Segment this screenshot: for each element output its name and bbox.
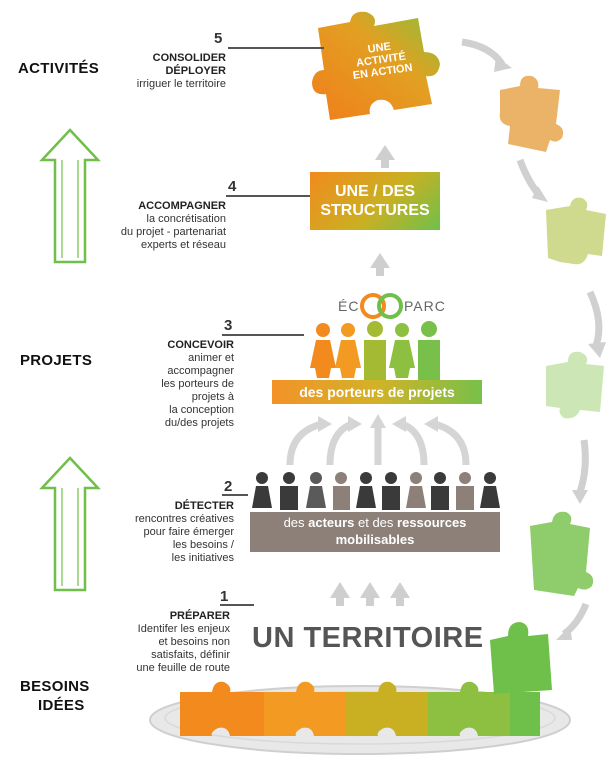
actors-text-part: des [283, 515, 309, 530]
resources-text-bold: ressources [397, 515, 467, 530]
step-3-title-line: CONCEVOIR [167, 339, 234, 351]
step-1-desc-line: Identifer les enjeux [137, 623, 230, 635]
territory-label: UN TERRITOIRE [252, 622, 484, 654]
logo-text-left: ÉC [338, 298, 360, 314]
step-4-desc-line: experts et réseau [141, 239, 226, 251]
step-5-block: CONSOLIDER DÉPLOYER irriguer le territoi… [108, 52, 226, 91]
actors-text-part: et des [354, 515, 398, 530]
step-4-block: ACCOMPAGNER la concrétisation du projet … [100, 200, 226, 252]
step-1-desc-line: et besoins non [158, 636, 230, 648]
actors-resources-label: des acteurs et des ressources mobilisabl… [250, 512, 500, 552]
actors-text-line2: mobilisables [335, 532, 415, 547]
flow-arrows [330, 145, 410, 606]
step-1-desc-line: satisfaits, définir [151, 649, 230, 661]
activity-puzzle-piece [312, 11, 440, 120]
curved-flow-arrows [286, 420, 470, 466]
step-3-desc-line: animer et [188, 352, 234, 364]
step-2-desc-line: les besoins / [172, 539, 234, 551]
step-3-desc-line: projets à [191, 391, 234, 403]
actors-icons [252, 472, 500, 510]
side-label-activites: ACTIVITÉS [18, 60, 100, 77]
step-3-desc-line: du/des projets [164, 417, 234, 429]
step-2-desc-line: les initiatives [171, 552, 234, 564]
step-2-number: 2 [224, 478, 233, 495]
growth-arrow-upper [39, 128, 101, 264]
step-1-title-line: PRÉPARER [169, 610, 230, 622]
step-2-block: DÉTECTER rencontres créatives pour faire… [100, 500, 234, 565]
step-1-desc-line: une feuille de route [136, 662, 230, 674]
project-leaders-label: des porteurs de projets [272, 380, 482, 404]
step-3-desc-line: accompagner [167, 365, 234, 377]
step-5-title-line: DÉPLOYER [165, 65, 226, 77]
side-label-projets: PROJETS [20, 352, 93, 369]
step-1-number: 1 [220, 588, 229, 605]
step-2-title-line: DÉTECTER [174, 500, 234, 512]
structures-box: UNE / DES STRUCTURES [310, 172, 440, 230]
step-4-desc-line: la concrétisation [146, 213, 227, 225]
step-3-number: 3 [224, 317, 233, 334]
growth-arrow-lower [39, 456, 101, 592]
step-5-desc-line: irriguer le territoire [136, 78, 226, 90]
logo-text-right: PARC [404, 298, 446, 314]
ecoparc-logo-icon [360, 293, 403, 319]
cycle-puzzle-pieces [499, 75, 606, 596]
step-5-title-line: CONSOLIDER [152, 52, 226, 64]
step-3-desc-line: les porteurs de [161, 378, 234, 390]
structures-line: UNE / DES [334, 183, 415, 200]
step-2-desc-line: rencontres créatives [134, 513, 234, 525]
step-3-desc-line: la conception [169, 404, 234, 416]
step-5-number: 5 [214, 30, 223, 47]
side-label-besoins: BESOINS [20, 678, 90, 695]
side-label-idees: IDÉES [38, 697, 85, 714]
structures-line: STRUCTURES [320, 202, 430, 219]
step-4-desc-line: du projet - partenariat [120, 226, 226, 238]
actors-text-bold: acteurs [308, 515, 355, 530]
step-3-block: CONCEVOIR animer et accompagner les port… [120, 339, 234, 430]
step-4-number: 4 [228, 178, 237, 195]
territory-puzzle-pieces [180, 622, 552, 736]
step-1-block: PRÉPARER Identifer les enjeux et besoins… [100, 610, 230, 675]
project-leaders-icons [310, 321, 440, 380]
step-connectors [220, 47, 324, 606]
step-2-desc-line: pour faire émerger [143, 526, 235, 538]
step-4-title-line: ACCOMPAGNER [138, 200, 226, 212]
